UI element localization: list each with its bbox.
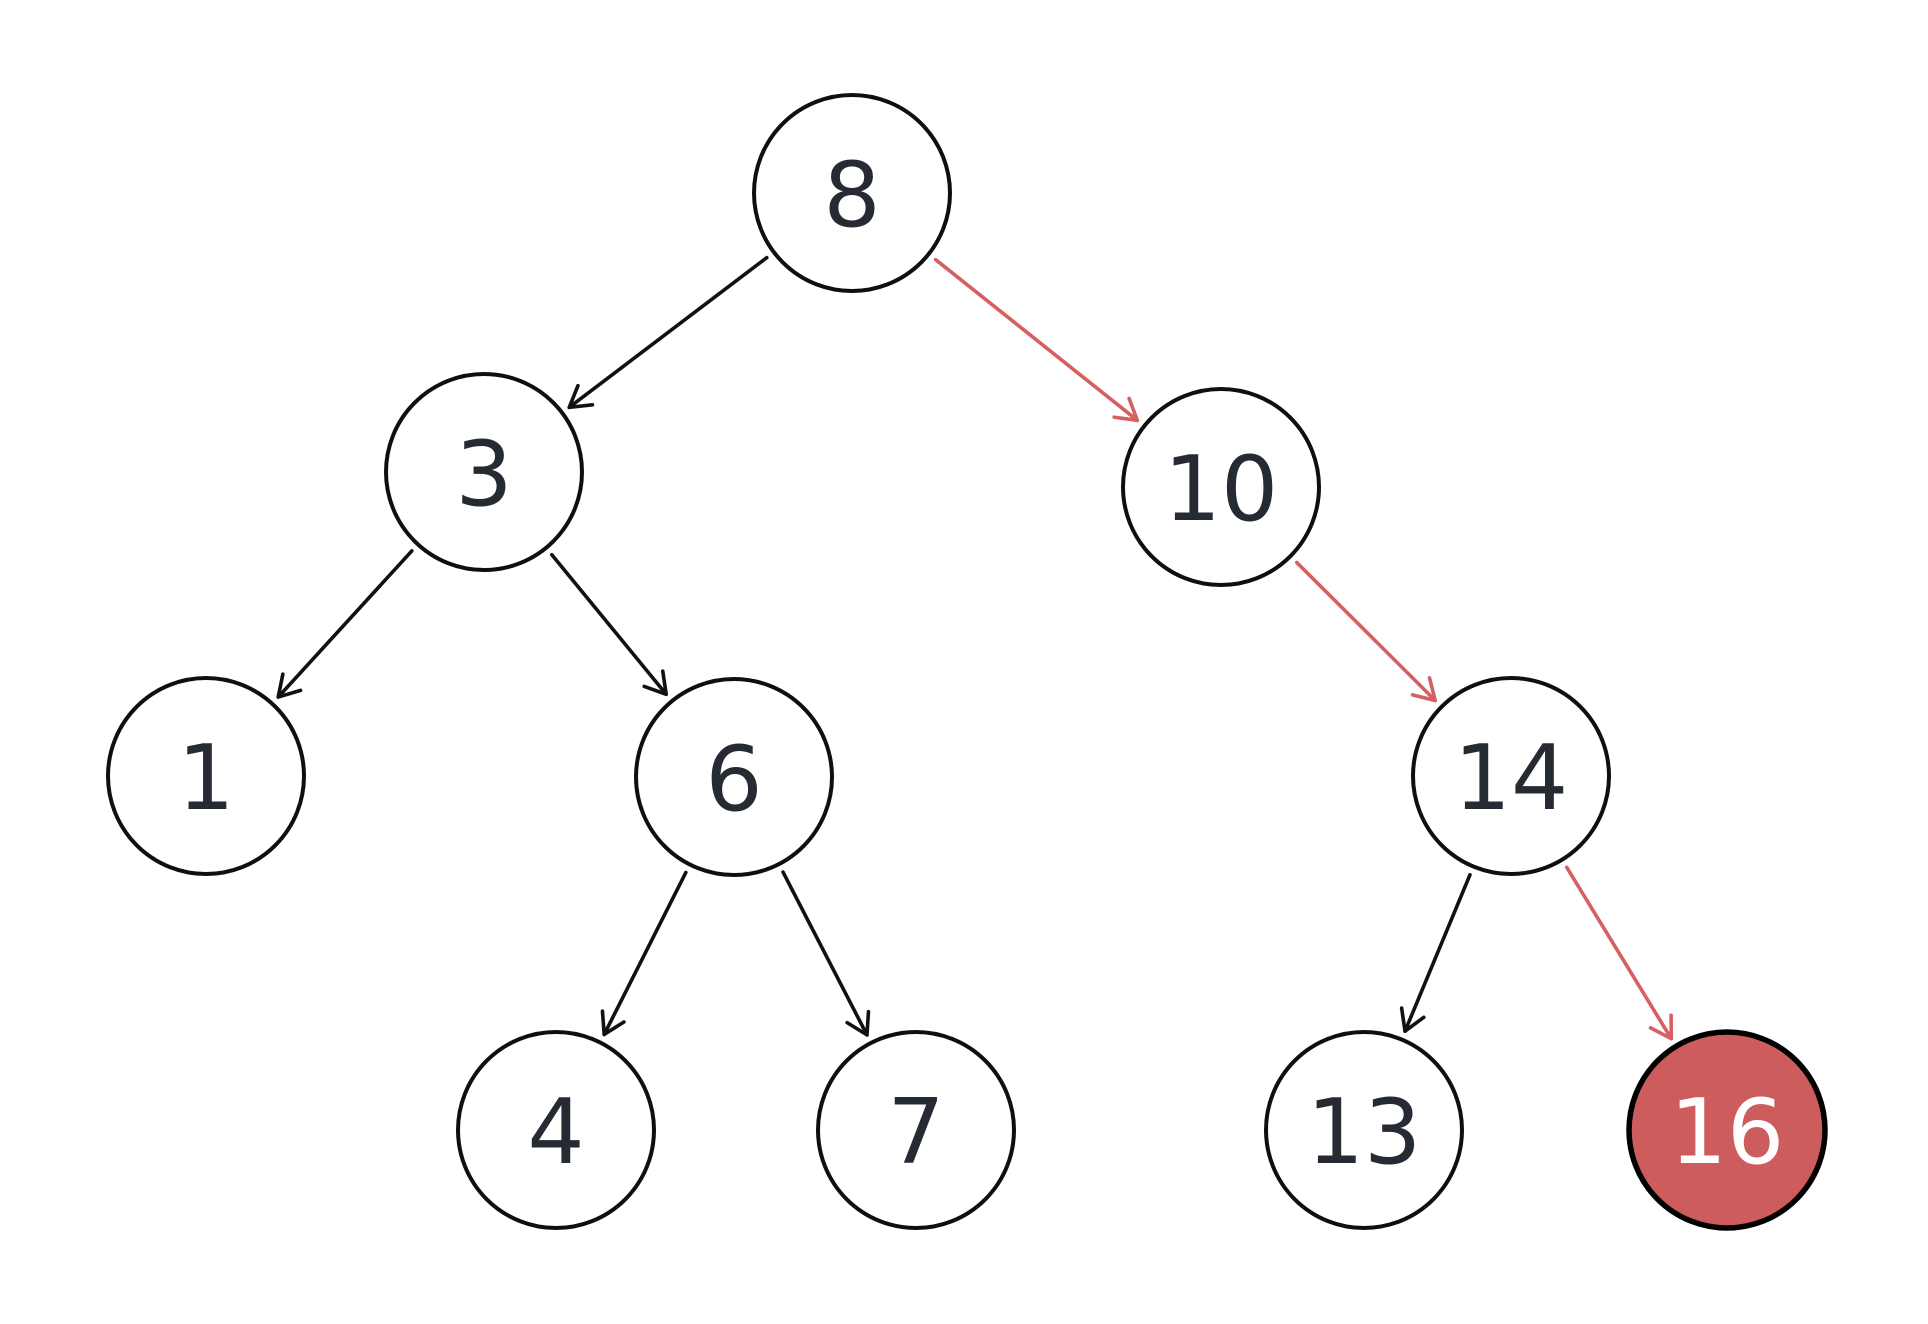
node-circle-3: [384, 372, 584, 572]
node-circle-16: [1626, 1029, 1828, 1231]
node-label-16: 16: [1670, 1080, 1785, 1185]
node-circle-8: [752, 93, 952, 293]
tree-node-13: 13: [1264, 1030, 1464, 1230]
tree-edge-3-to-1: [276, 549, 414, 699]
node-label-7: 7: [887, 1080, 944, 1185]
tree-node-6: 6: [634, 677, 834, 877]
node-circle-1: [106, 676, 306, 876]
tree-node-8: 8: [752, 93, 952, 293]
tree-edge-10-to-14-highlighted: [1294, 560, 1438, 703]
tree-edge-14-to-16-highlighted: [1564, 865, 1674, 1041]
node-label-8: 8: [823, 143, 880, 248]
node-label-13: 13: [1307, 1080, 1422, 1185]
node-circle-7: [816, 1030, 1016, 1230]
node-label-10: 10: [1164, 437, 1279, 542]
tree-node-16-highlighted: 16: [1626, 1029, 1828, 1231]
tree-node-4: 4: [456, 1030, 656, 1230]
tree-edge-3-to-6: [550, 552, 668, 697]
node-circle-6: [634, 677, 834, 877]
node-circle-4: [456, 1030, 656, 1230]
tree-edge-14-to-13: [1399, 873, 1472, 1033]
tree-edge-8-to-10-highlighted: [933, 257, 1140, 423]
tree-node-1: 1: [106, 676, 306, 876]
tree-node-3: 3: [384, 372, 584, 572]
tree-node-10: 10: [1121, 387, 1321, 587]
node-label-14: 14: [1454, 726, 1569, 831]
node-label-3: 3: [455, 422, 512, 527]
node-circle-13: [1264, 1030, 1464, 1230]
node-circle-14: [1411, 676, 1611, 876]
tree-edge-6-to-4: [600, 870, 688, 1037]
tree-edge-6-to-7: [781, 870, 871, 1037]
node-label-4: 4: [527, 1080, 584, 1185]
node-circle-10: [1121, 387, 1321, 587]
node-label-6: 6: [705, 727, 762, 832]
node-label-1: 1: [177, 726, 234, 831]
tree-node-7: 7: [816, 1030, 1016, 1230]
tree-edge-8-to-3: [567, 255, 769, 410]
tree-node-14: 14: [1411, 676, 1611, 876]
